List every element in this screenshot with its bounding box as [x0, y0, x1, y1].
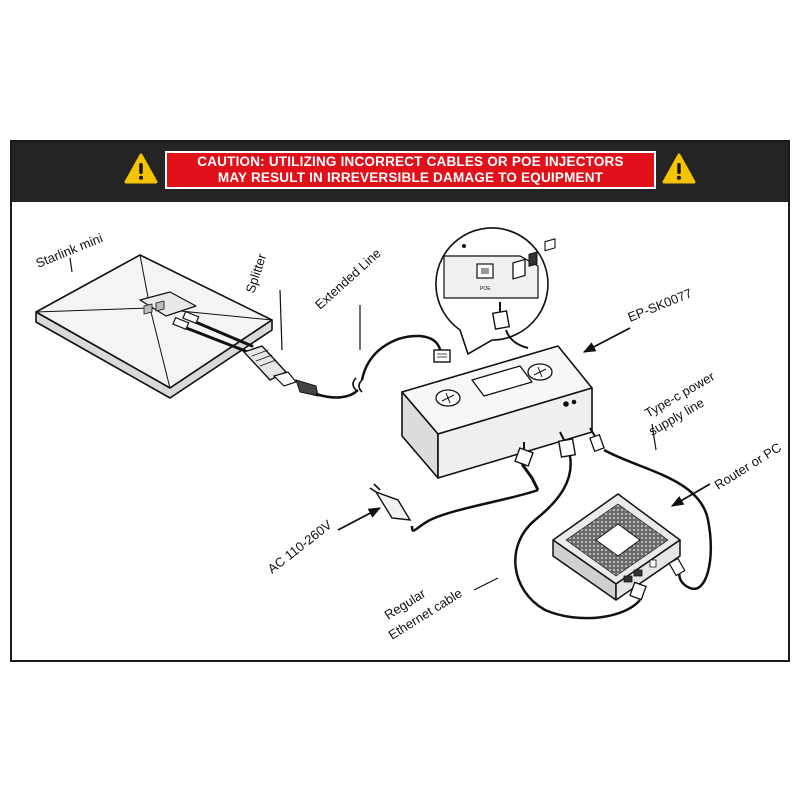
poe-injector-box	[401, 238, 593, 479]
diagram-frame: CAUTION: UTILIZING INCORRECT CABLES OR P…	[10, 140, 790, 662]
ac-label: AC 110-260V	[265, 517, 335, 576]
cable-break-mark	[352, 377, 363, 393]
router-arrow	[670, 483, 711, 507]
starlink-mini-dish	[35, 254, 273, 399]
poe-port-label: POE	[480, 286, 491, 292]
ethernet-cable	[514, 431, 647, 620]
lan-port	[544, 238, 556, 252]
power-switch	[528, 251, 538, 267]
starlink-pointer-line	[69, 257, 73, 273]
extended-line-label: Extended Line	[312, 245, 384, 312]
status-led	[571, 399, 577, 405]
caution-banner: CAUTION: UTILIZING INCORRECT CABLES OR P…	[12, 142, 788, 202]
splitter	[172, 310, 319, 397]
warning-triangle-icon	[662, 153, 696, 184]
caution-text-line-1: CAUTION: UTILIZING INCORRECT CABLES OR P…	[197, 154, 624, 169]
poe-port-callout: POE	[435, 227, 549, 356]
injector-label: EP-SK0077	[626, 285, 695, 324]
caution-message: CAUTION: UTILIZING INCORRECT CABLES OR P…	[165, 151, 656, 189]
fan-icon	[527, 363, 553, 381]
rj45-plug	[433, 349, 451, 363]
extended-line-cable	[315, 389, 359, 399]
ac-power-cable	[369, 442, 540, 532]
rj45-plug-pins	[437, 353, 447, 358]
fan-icon	[435, 389, 461, 407]
router-box	[552, 493, 681, 601]
ac-arrow	[337, 507, 382, 531]
injector-arrow	[582, 327, 631, 353]
warning-triangle-icon	[124, 153, 158, 184]
splitter-pointer-line	[279, 289, 283, 351]
starlink-label: Starlink mini	[34, 230, 105, 270]
ethernet-pointer-line	[473, 577, 499, 591]
ac-power-socket	[512, 258, 526, 280]
splitter-label: Splitter	[243, 251, 270, 295]
typec-pointer-line	[651, 423, 657, 451]
caution-text-line-2: MAY RESULT IN IRREVERSIBLE DAMAGE TO EQU…	[217, 170, 604, 185]
usb-c-port	[563, 401, 569, 407]
type-c-power-cable	[589, 427, 712, 591]
extended-line-cable	[360, 334, 444, 381]
router-label: Router or PC	[712, 440, 784, 493]
